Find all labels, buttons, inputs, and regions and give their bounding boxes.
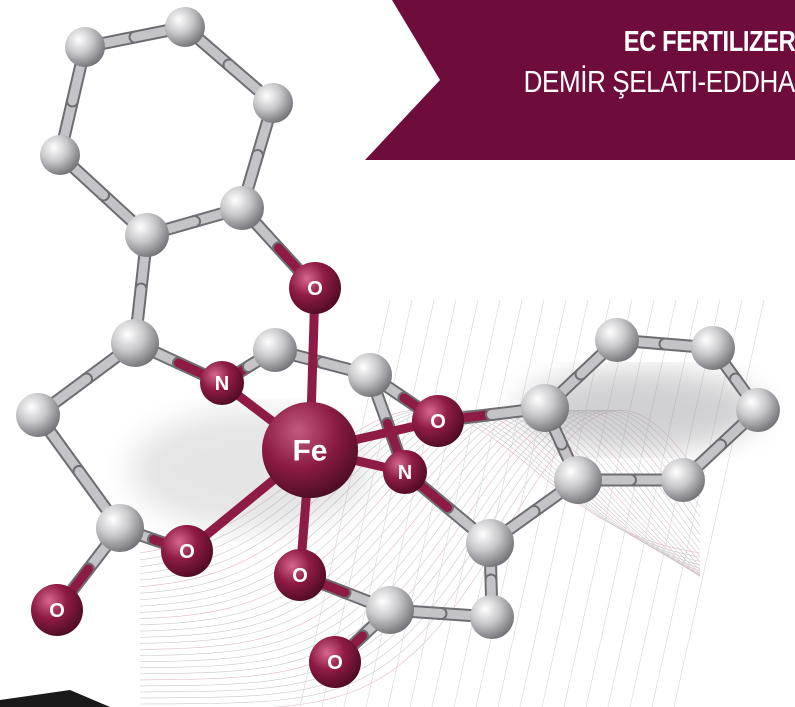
- wave-line: [409, 299, 501, 707]
- bottom-fragment: [0, 690, 110, 707]
- oxygen-atom-label: O: [179, 541, 195, 563]
- carbon-atom: [253, 83, 293, 123]
- carbon-atom: [65, 27, 105, 67]
- carbon-atom: [220, 186, 264, 230]
- carbon-atom: [554, 456, 602, 504]
- carbon-atom: [466, 519, 514, 567]
- oxygen-atom-label: O: [430, 411, 446, 433]
- carbon-atom: [40, 135, 80, 175]
- nitrogen-atom: [383, 450, 427, 494]
- nitrogen-atom: [200, 361, 244, 405]
- wave-line: [139, 409, 701, 613]
- oxygen-atom-label: O: [292, 565, 308, 587]
- carbon-atom: [595, 318, 639, 362]
- wave-line: [431, 299, 523, 707]
- carbon-atom: [348, 353, 392, 397]
- carbon-atom: [253, 328, 297, 372]
- nitrogen-atom-label: N: [398, 462, 412, 484]
- oxygen-atom: [31, 584, 83, 636]
- wave-line: [673, 299, 765, 707]
- carbon-atom: [736, 388, 780, 432]
- oxygen-atom: [289, 262, 341, 314]
- carbon-atom: [16, 393, 60, 437]
- wave-line: [139, 409, 701, 644]
- carbon-atom: [691, 326, 735, 370]
- carbon-atom: [125, 213, 169, 257]
- wave-line: [585, 299, 677, 707]
- oxygen-atom: [309, 636, 361, 688]
- oxygen-atom: [161, 525, 213, 577]
- molecule-atoms: O N O O O N O O Fe: [16, 7, 780, 688]
- carbon-atom: [96, 504, 144, 552]
- iron-atom-label: Fe: [292, 435, 327, 468]
- oxygen-atom: [412, 395, 464, 447]
- oxygen-atom-label: O: [49, 600, 65, 622]
- carbon-atom: [165, 7, 205, 47]
- drop-shadow: [520, 370, 760, 450]
- wave-line: [453, 299, 545, 707]
- nitrogen-atom-label: N: [215, 373, 229, 395]
- carbon-atom: [470, 595, 514, 639]
- oxygen-atom: [274, 549, 326, 601]
- oxygen-atom-label: O: [307, 278, 323, 300]
- carbon-atom: [661, 458, 705, 502]
- carbon-atom: [111, 319, 159, 367]
- wave-line: [563, 299, 655, 707]
- wave-line: [365, 299, 457, 707]
- carbon-atom: [366, 586, 414, 634]
- wave-line: [607, 299, 699, 707]
- oxygen-atom-label: O: [327, 652, 343, 674]
- wave-line: [541, 299, 633, 707]
- iron-atom: [262, 402, 358, 498]
- banner-shape: [365, 0, 795, 160]
- wave-line: [475, 299, 567, 707]
- carbon-atom: [521, 384, 569, 432]
